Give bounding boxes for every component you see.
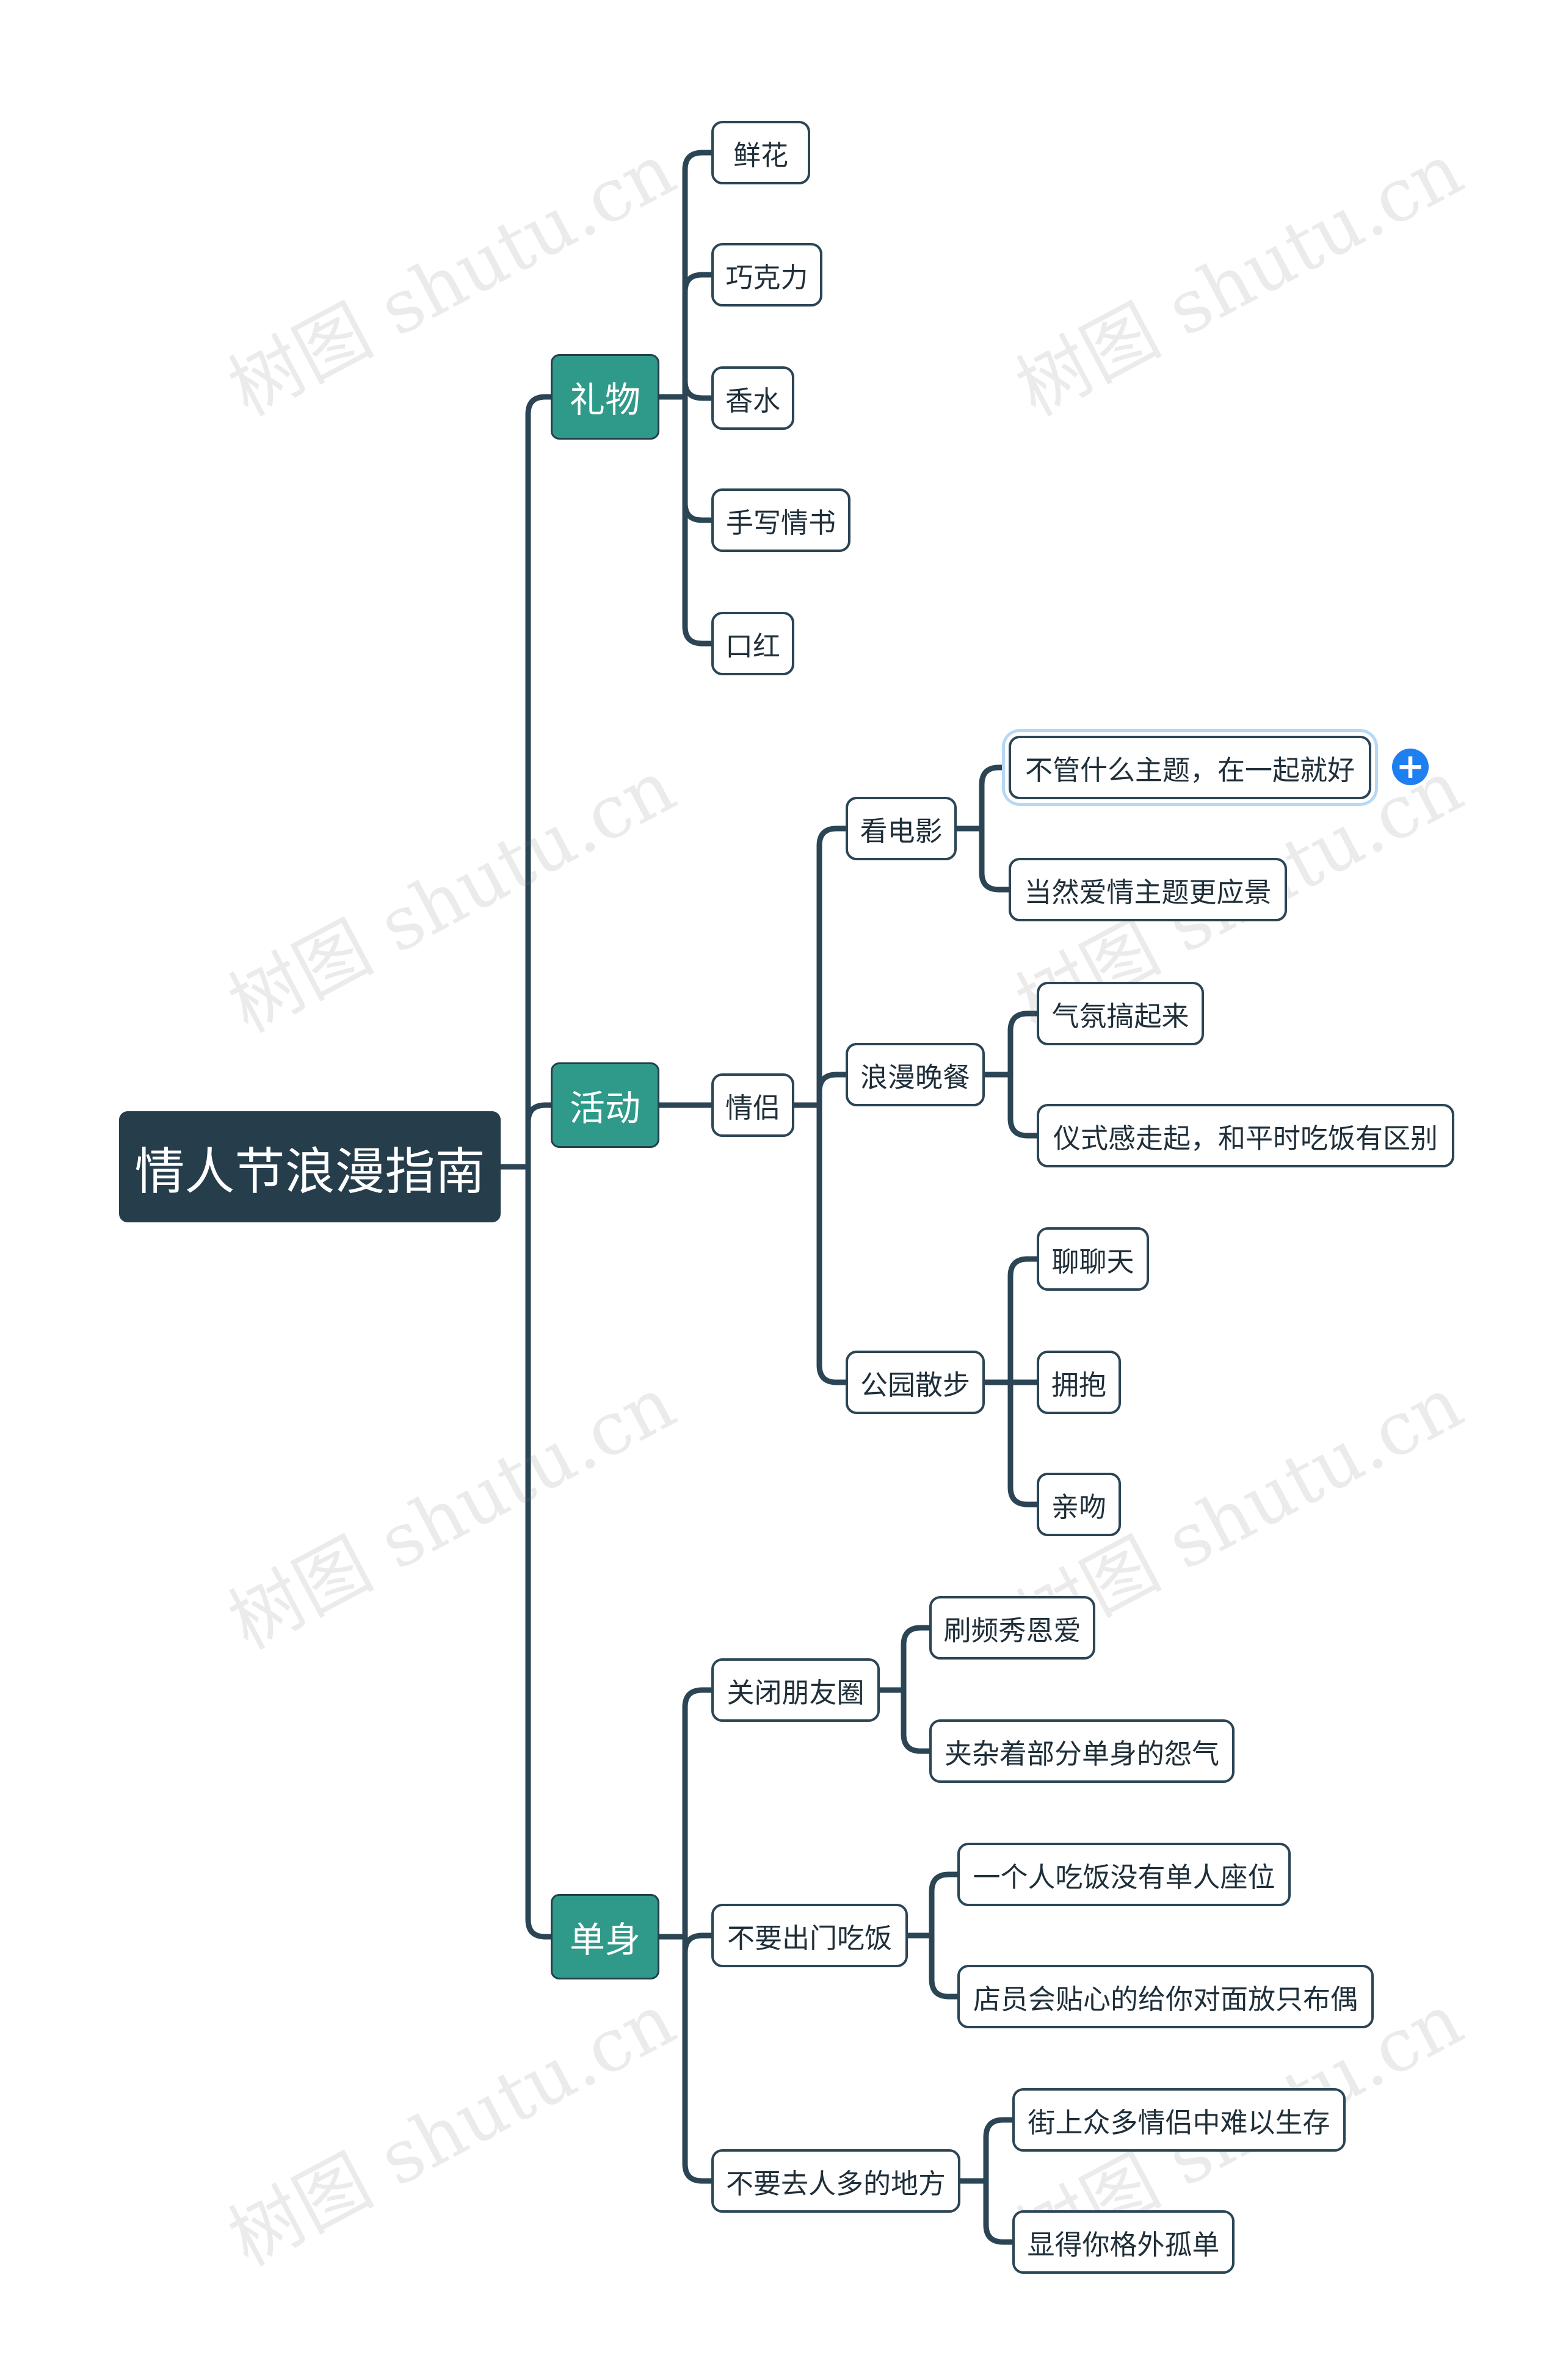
movie-detail-selected[interactable]: 不管什么主题，在一起就好 — [1009, 736, 1371, 799]
dinner-detail[interactable]: 气氛搞起来 — [1037, 982, 1204, 1045]
gift-item[interactable]: 手写情书 — [711, 488, 850, 552]
walk-detail[interactable]: 聊聊天 — [1037, 1227, 1149, 1291]
single-tip-detail[interactable]: 街上众多情侣中难以生存 — [1012, 2088, 1346, 2152]
gift-item[interactable]: 香水 — [711, 366, 794, 430]
connector-gift — [656, 150, 714, 647]
single-tip[interactable]: 关闭朋友圈 — [711, 1658, 880, 1722]
connector-single — [656, 1687, 714, 2184]
single-tip[interactable]: 不要出门吃饭 — [711, 1904, 908, 1967]
single-tip-detail[interactable]: 显得你格外孤单 — [1012, 2210, 1235, 2274]
single-tip-detail[interactable]: 店员会贴心的给你对面放只布偶 — [957, 1965, 1374, 2028]
gift-item[interactable]: 鲜花 — [711, 121, 810, 184]
add-topic-button[interactable]: + — [1392, 749, 1429, 785]
dinner-detail[interactable]: 仪式感走起，和平时吃饭有区别 — [1037, 1104, 1454, 1167]
walk-detail[interactable]: 拥抱 — [1037, 1351, 1121, 1414]
connector-walk — [982, 1256, 1040, 1507]
connector-root — [498, 394, 554, 1940]
branch-activity[interactable]: 活动 — [551, 1062, 659, 1148]
connector-tip-2 — [905, 1871, 960, 2000]
connector-dinner — [982, 1010, 1040, 1139]
couple-dinner[interactable]: 浪漫晚餐 — [846, 1043, 985, 1106]
couple-walk[interactable]: 公园散步 — [846, 1351, 985, 1414]
connector-couple — [791, 825, 849, 1385]
walk-detail[interactable]: 亲吻 — [1037, 1473, 1121, 1536]
branch-gift[interactable]: 礼物 — [551, 354, 659, 440]
connector-tip-1 — [877, 1625, 932, 1754]
movie-detail[interactable]: 当然爱情主题更应景 — [1009, 858, 1287, 921]
branch-single[interactable]: 单身 — [551, 1894, 659, 1979]
single-tip-detail[interactable]: 夹杂着部分单身的怨气 — [929, 1719, 1235, 1783]
gift-item[interactable]: 口红 — [711, 612, 794, 675]
root-topic[interactable]: 情人节浪漫指南 — [119, 1111, 501, 1222]
connector-movie — [954, 764, 1012, 893]
single-tip-detail[interactable]: 刷频秀恩爱 — [929, 1596, 1095, 1660]
gift-item[interactable]: 巧克力 — [711, 243, 822, 307]
activity-couple[interactable]: 情侣 — [711, 1073, 794, 1137]
couple-movie[interactable]: 看电影 — [846, 797, 957, 860]
single-tip-detail[interactable]: 一个人吃饭没有单人座位 — [957, 1843, 1291, 1906]
single-tip[interactable]: 不要去人多的地方 — [711, 2149, 960, 2213]
connector-tip-3 — [957, 2117, 1015, 2245]
